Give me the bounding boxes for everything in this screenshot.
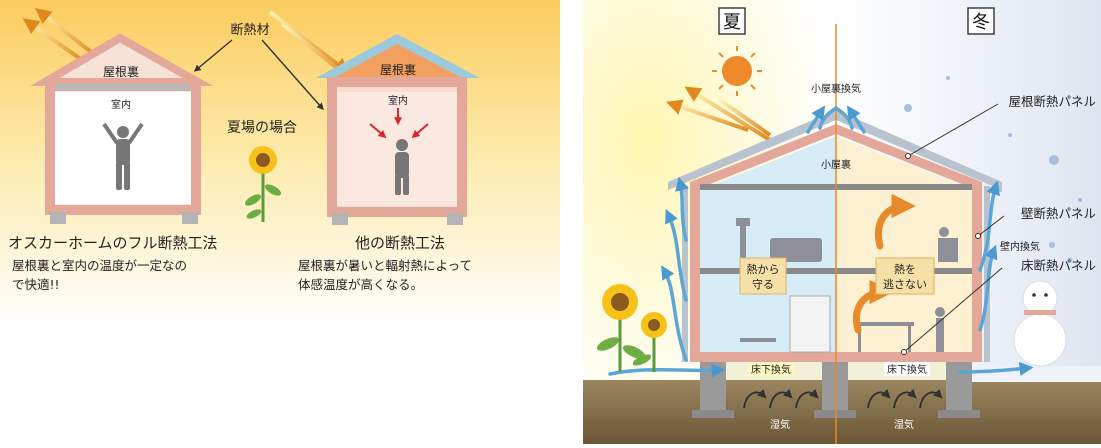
- panel-callout-dots: [901, 153, 981, 355]
- season-note: 夏場の場合: [227, 120, 297, 136]
- panel-callout-lines: [903, 103, 1005, 353]
- humidity-label-right: 湿気: [894, 418, 914, 431]
- humidity-arrows: [743, 389, 943, 409]
- house-other-desc-1: 屋根裏が暑いと輻射熱によって: [298, 258, 472, 273]
- floor-panel-label: 床断熱パネル: [1021, 258, 1096, 273]
- house-other-attic-label: 屋根裏: [380, 62, 416, 77]
- callout-pointers: [193, 39, 324, 111]
- keep-line-1: 熱を: [894, 263, 916, 276]
- house-full-desc-2: で快適!!: [12, 277, 60, 292]
- house-full-room-label: 室内: [111, 98, 131, 111]
- snowman-icon: [1013, 280, 1067, 367]
- keep-heat-box: 熱を 逃さない: [875, 257, 935, 295]
- attic-label: 小屋裏: [821, 158, 851, 171]
- insulation-callout: 断熱材: [230, 23, 269, 38]
- sunflowers-right-icon: [596, 284, 667, 372]
- wall-vent-label: 壁内換気: [1000, 240, 1040, 253]
- snowflake-icons: [904, 76, 1082, 263]
- sun-rays-right: [665, 86, 772, 142]
- heat-arrow-icons: [369, 108, 429, 139]
- winter-label: 冬: [972, 12, 990, 33]
- protect-box: 熱から 守る: [739, 257, 787, 295]
- house-other-room-label: 室内: [388, 94, 408, 107]
- summer-header: 夏: [718, 7, 746, 35]
- protect-line-2: 守る: [752, 277, 774, 291]
- snow-ground: [960, 366, 1101, 382]
- sunflower-icon: [244, 146, 282, 222]
- sun-icon: [712, 46, 762, 96]
- house-other-desc-2: 体感温度が高くなる。: [298, 277, 423, 292]
- house-full-insulation: 屋根裏 室内: [30, 33, 214, 224]
- house-other-insulation: 屋根裏 室内: [316, 34, 480, 225]
- protect-line-1: 熱から: [747, 263, 780, 276]
- svg-text:床下換気: 床下換気: [751, 363, 791, 376]
- humidity-label-left: 湿気: [770, 418, 790, 431]
- svg-text:床下換気: 床下換気: [887, 363, 927, 376]
- summer-label: 夏: [723, 12, 741, 33]
- house-other-title: 他の断熱工法: [355, 234, 445, 252]
- underfloor-vent-left: 床下換気: [748, 362, 794, 376]
- attic-vent-label: 小屋裏換気: [811, 82, 861, 95]
- sun-rays-left: [22, 8, 357, 84]
- house-full-title: オスカーホームのフル断熱工法: [8, 234, 218, 252]
- ventilation-arrows: [608, 105, 1034, 378]
- house-full-attic-label: 屋根裏: [103, 64, 139, 79]
- house-full-desc-1: 屋根裏と室内の温度が一定なの: [12, 258, 187, 273]
- hot-person-icon: [395, 139, 409, 195]
- keep-line-2: 逃さない: [883, 278, 927, 291]
- underfloor-vent-right: 床下換気: [884, 362, 930, 376]
- happy-person-icon: [102, 122, 144, 190]
- furniture-icons: [736, 218, 958, 353]
- winter-header: 冬: [967, 7, 995, 35]
- wall-panel-label: 壁断熱パネル: [1021, 206, 1096, 221]
- roof-panel-label: 屋根断熱パネル: [1008, 94, 1096, 109]
